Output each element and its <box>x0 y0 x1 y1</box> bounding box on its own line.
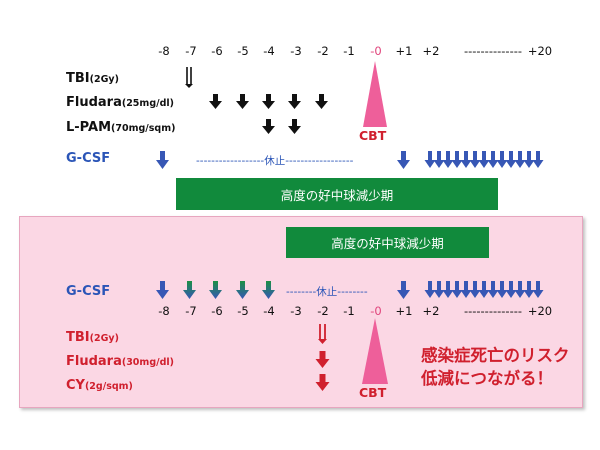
top-tbi-label: TBI(2Gy) <box>66 71 119 86</box>
day-tick: -3 <box>290 44 302 58</box>
risk-note-line1: 感染症死亡のリスク <box>421 346 570 365</box>
top-gcsf-label: G-CSF <box>66 151 111 166</box>
day-tick: -6 <box>211 304 223 318</box>
top-lpam-arrows <box>262 119 301 134</box>
day-tick: -6 <box>211 44 223 58</box>
top-rest-period: ------------------休止------------------ <box>196 155 354 167</box>
risk-note-line2: 低減につながる！ <box>421 369 553 388</box>
top-lpam-label: L-PAM(70mg/sqm) <box>66 120 176 135</box>
top-fludara-label: Fludara(25mg/dl) <box>66 95 174 110</box>
risk-note: 感染症死亡のリスク 低減につながる！ <box>421 344 570 390</box>
day-tick: -8 <box>158 304 170 318</box>
top-gcsf-arrows <box>156 151 544 169</box>
top-tbi-arrows <box>185 67 193 88</box>
day-tick: -1 <box>343 304 355 318</box>
day-tick: -2 <box>317 304 329 318</box>
bottom-tbi-label: TBI(2Gy) <box>66 330 119 345</box>
day-tick: +2 <box>422 44 440 58</box>
day-tick: +20 <box>527 44 553 58</box>
day-tick: -2 <box>317 44 329 58</box>
bottom-tbi-arrows <box>318 324 327 344</box>
day-tick: -1 <box>343 44 355 58</box>
day-tick: -5 <box>237 304 249 318</box>
bottom-cy-arrow <box>315 374 330 391</box>
day-tick: -3 <box>290 304 302 318</box>
day-tick-transplant: -0 <box>370 304 382 318</box>
top-fludara-arrows <box>209 94 328 109</box>
bottom-fludara-arrow <box>315 351 330 368</box>
day-tick: +2 <box>422 304 440 318</box>
bottom-cbt-label: CBT <box>359 385 387 400</box>
bottom-gcsf-label: G-CSF <box>66 284 111 299</box>
day-tick: -7 <box>185 44 197 58</box>
day-tick-transplant: -0 <box>370 44 382 58</box>
day-tick: +20 <box>527 304 553 318</box>
day-tick: -4 <box>263 304 275 318</box>
bottom-cbt-triangle <box>362 318 388 384</box>
day-tick-gap: -------------- <box>463 304 523 318</box>
bottom-fludara-label: Fludara(30mg/dl) <box>66 354 174 369</box>
day-tick: -7 <box>185 304 197 318</box>
top-neutropenia-bar: 高度の好中球減少期 <box>176 178 498 210</box>
bottom-cy-label: CY(2g/sqm) <box>66 378 133 393</box>
day-tick: +1 <box>395 304 413 318</box>
day-tick: -4 <box>263 44 275 58</box>
day-tick: -8 <box>158 44 170 58</box>
bottom-rest-period: --------休止-------- <box>286 286 368 298</box>
top-cbt-label: CBT <box>359 128 387 143</box>
day-tick: -5 <box>237 44 249 58</box>
day-tick-gap: -------------- <box>463 44 523 58</box>
bottom-neutropenia-bar: 高度の好中球減少期 <box>286 227 489 258</box>
top-cbt-triangle <box>363 61 387 127</box>
day-tick: +1 <box>395 44 413 58</box>
bottom-gcsf-arrows <box>156 281 544 299</box>
